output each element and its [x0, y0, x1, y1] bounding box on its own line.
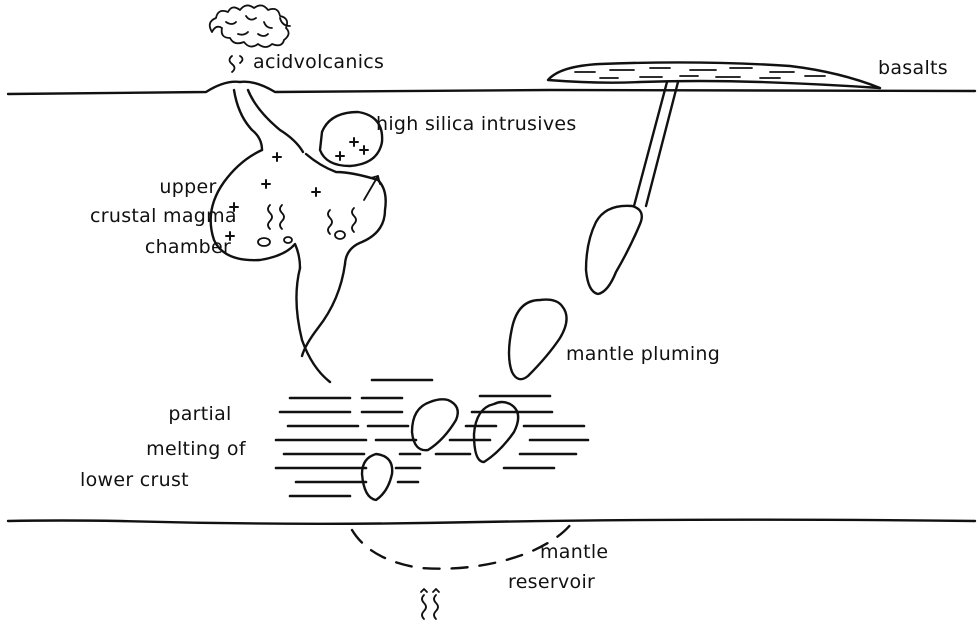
label-partial-melting-line3: lower crust — [80, 468, 189, 492]
crust-mantle-boundary — [8, 520, 975, 524]
ground-surface-line — [8, 82, 975, 94]
label-partial-melting-line2: melting of — [136, 437, 256, 461]
feeder-conduit — [296, 264, 345, 382]
basalt-flow-dashes — [575, 68, 825, 78]
label-high-silica-intrusives: high silica intrusives — [376, 112, 577, 136]
melt-blob-3 — [362, 454, 392, 500]
basalt-flow-outline — [548, 62, 880, 88]
label-mantle-pluming: mantle pluming — [566, 342, 720, 366]
magma-chamber-squiggles — [258, 205, 356, 246]
label-partial-melting-line1: partial — [150, 402, 250, 426]
mantle-upwelling-squiggles — [421, 589, 439, 619]
label-mantle-reservoir-line2: reservoir — [508, 570, 595, 594]
melt-blob-1 — [412, 399, 458, 450]
label-basalts: basalts — [878, 56, 948, 80]
label-upper-crustal-magma-chamber-line3: chamber — [128, 235, 248, 259]
basalt-feeder-dike — [634, 82, 678, 206]
label-mantle-reservoir-line1: mantle — [540, 540, 608, 564]
mantle-plume-middle — [509, 300, 567, 380]
mantle-plume-upper — [586, 206, 642, 294]
volcanic-conduit — [234, 90, 303, 152]
partial-melting-hatching — [276, 380, 588, 496]
intrusive-crosses — [336, 138, 368, 160]
label-upper-crustal-magma-chamber-line1: upper — [128, 175, 248, 199]
high-silica-intrusive-body — [320, 112, 382, 166]
label-upper-crustal-magma-chamber-line2: crustal magma — [90, 204, 237, 228]
label-acid-volcanics: acidvolcanics — [253, 50, 384, 74]
